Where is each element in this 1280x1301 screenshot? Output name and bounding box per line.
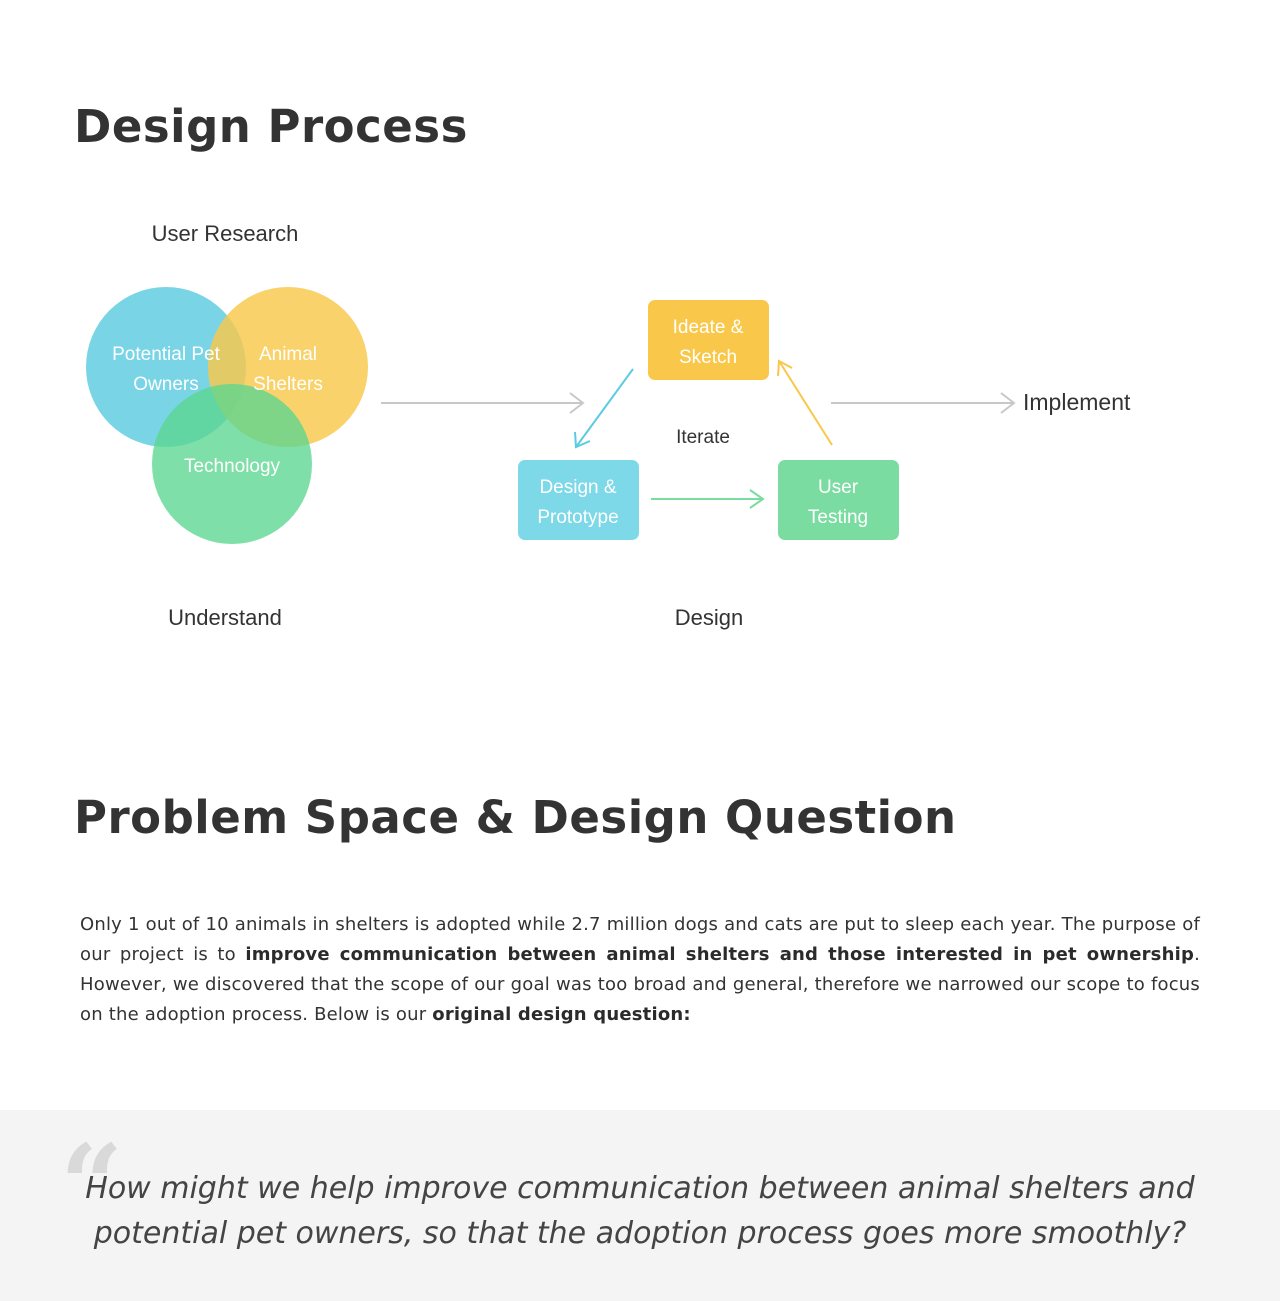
understand-caption: Understand [168, 605, 282, 630]
box-user-testing-line1: User [818, 477, 859, 498]
arrow-to-implement [831, 392, 1016, 414]
paragraph-text-1: Only 1 out of 10 animals in shelters is … [80, 914, 1200, 965]
problem-space-title: Problem Space & Design Question [74, 791, 957, 844]
paragraph-bold-1: improve communication between animal she… [245, 944, 1195, 965]
venn-label-potential-pet-owners-line2: Owners [133, 374, 198, 395]
arrow-testing-to-ideate [777, 359, 833, 446]
arrow-ideate-to-prototype [574, 368, 634, 449]
iterate-label: Iterate [676, 427, 730, 448]
box-user-testing: User Testing [778, 460, 899, 540]
box-ideate-sketch-line2: Sketch [679, 347, 737, 368]
venn-label-potential-pet-owners-line1: Potential Pet [112, 344, 220, 365]
quote-mark-icon: “ [60, 1120, 124, 1249]
design-question-band [0, 1110, 1280, 1301]
venn-label-animal-shelters-line1: Animal [259, 344, 317, 365]
design-process-diagram: User Research Potential Pet Owners Anima… [86, 221, 1131, 630]
box-ideate-sketch: Ideate & Sketch [648, 300, 769, 380]
design-process-title: Design Process [74, 100, 468, 153]
box-user-testing-line2: Testing [808, 507, 868, 528]
paragraph-text-2: . However, we discovered that the scope … [80, 944, 1200, 1025]
venn-circle-technology [152, 384, 312, 544]
box-design-prototype-line2: Prototype [537, 507, 618, 528]
arrow-prototype-to-testing [651, 489, 765, 509]
implement-label: Implement [1023, 389, 1131, 415]
problem-paragraph: Only 1 out of 10 animals in shelters is … [80, 910, 1200, 1030]
venn-label-animal-shelters-line2: Shelters [253, 374, 323, 395]
design-caption: Design [675, 605, 743, 630]
design-question-quote: How might we help improve communication … [85, 1171, 1195, 1251]
user-research-heading: User Research [152, 221, 299, 246]
venn-label-technology: Technology [184, 456, 281, 477]
box-ideate-sketch-line1: Ideate & [673, 317, 744, 338]
box-design-prototype-line1: Design & [539, 477, 616, 498]
arrow-to-design [381, 392, 585, 414]
paragraph-bold-2: original design question: [432, 1004, 691, 1025]
box-design-prototype: Design & Prototype [518, 460, 639, 540]
